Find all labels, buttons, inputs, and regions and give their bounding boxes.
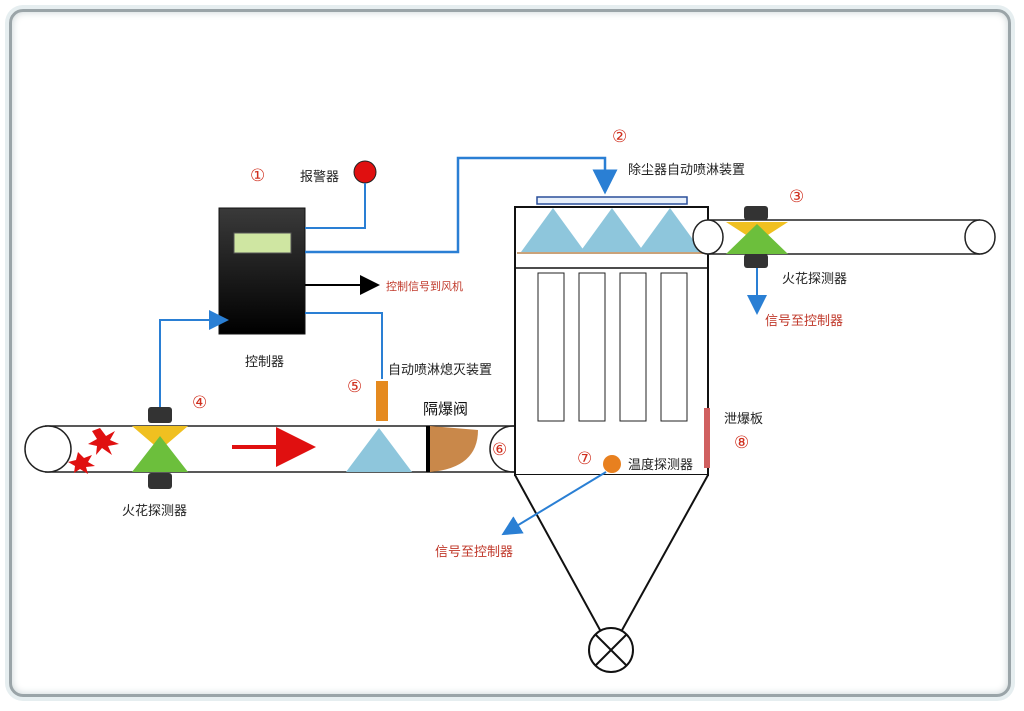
left-spark-detector (132, 407, 188, 489)
left-conveyor-duct (24, 425, 537, 473)
spray-header-pipe (536, 196, 688, 205)
signal-right-label: 信号至控制器 (765, 314, 843, 329)
right-spark-detector (726, 206, 788, 268)
spark-burst (68, 428, 119, 474)
fan-signal-label: 控制信号到风机 (386, 279, 463, 293)
dust-collector (514, 196, 710, 673)
spark-detector-left-label: 火花探测器 (122, 503, 187, 519)
dust-spray-label: 除尘器自动喷淋装置 (628, 163, 745, 178)
extinguisher-nozzle (346, 381, 412, 472)
collector-hopper (514, 474, 709, 653)
number-6: ⑥ (492, 440, 507, 460)
right-conveyor-duct (692, 219, 996, 255)
number-8: ⑧ (734, 433, 749, 453)
number-4: ④ (192, 393, 207, 413)
isolation-valve (426, 426, 478, 472)
left-end-roller (24, 425, 72, 473)
number-3: ③ (789, 187, 804, 207)
explosion-vent-panel (704, 408, 710, 468)
controller-cabinet (218, 207, 306, 335)
alarm-light (305, 160, 377, 229)
vent-panel-label: 泄爆板 (724, 412, 763, 427)
temp-detector-label: 温度探测器 (628, 457, 693, 473)
alarm-label: 报警器 (300, 169, 339, 185)
spark-detector-right-label: 火花探测器 (782, 271, 847, 287)
left-detector-signal-line (159, 310, 229, 407)
spray-command-line (305, 156, 618, 254)
extinguisher-command-line (305, 312, 383, 379)
diagram-frame (9, 9, 1011, 697)
signal-bottom-label: 信号至控制器 (435, 545, 513, 560)
number-2: ② (612, 127, 627, 147)
controller-display (233, 232, 292, 254)
auto-spray-extinguish-label: 自动喷淋熄灭装置 (388, 363, 492, 378)
number-1: ① (250, 166, 265, 186)
temp-signal-line (501, 471, 607, 536)
temp-sensor (603, 455, 621, 473)
controller-label: 控制器 (245, 355, 284, 370)
number-7: ⑦ (577, 449, 592, 469)
isolation-valve-label: 隔爆阀 (423, 400, 468, 418)
number-5: ⑤ (347, 377, 362, 397)
